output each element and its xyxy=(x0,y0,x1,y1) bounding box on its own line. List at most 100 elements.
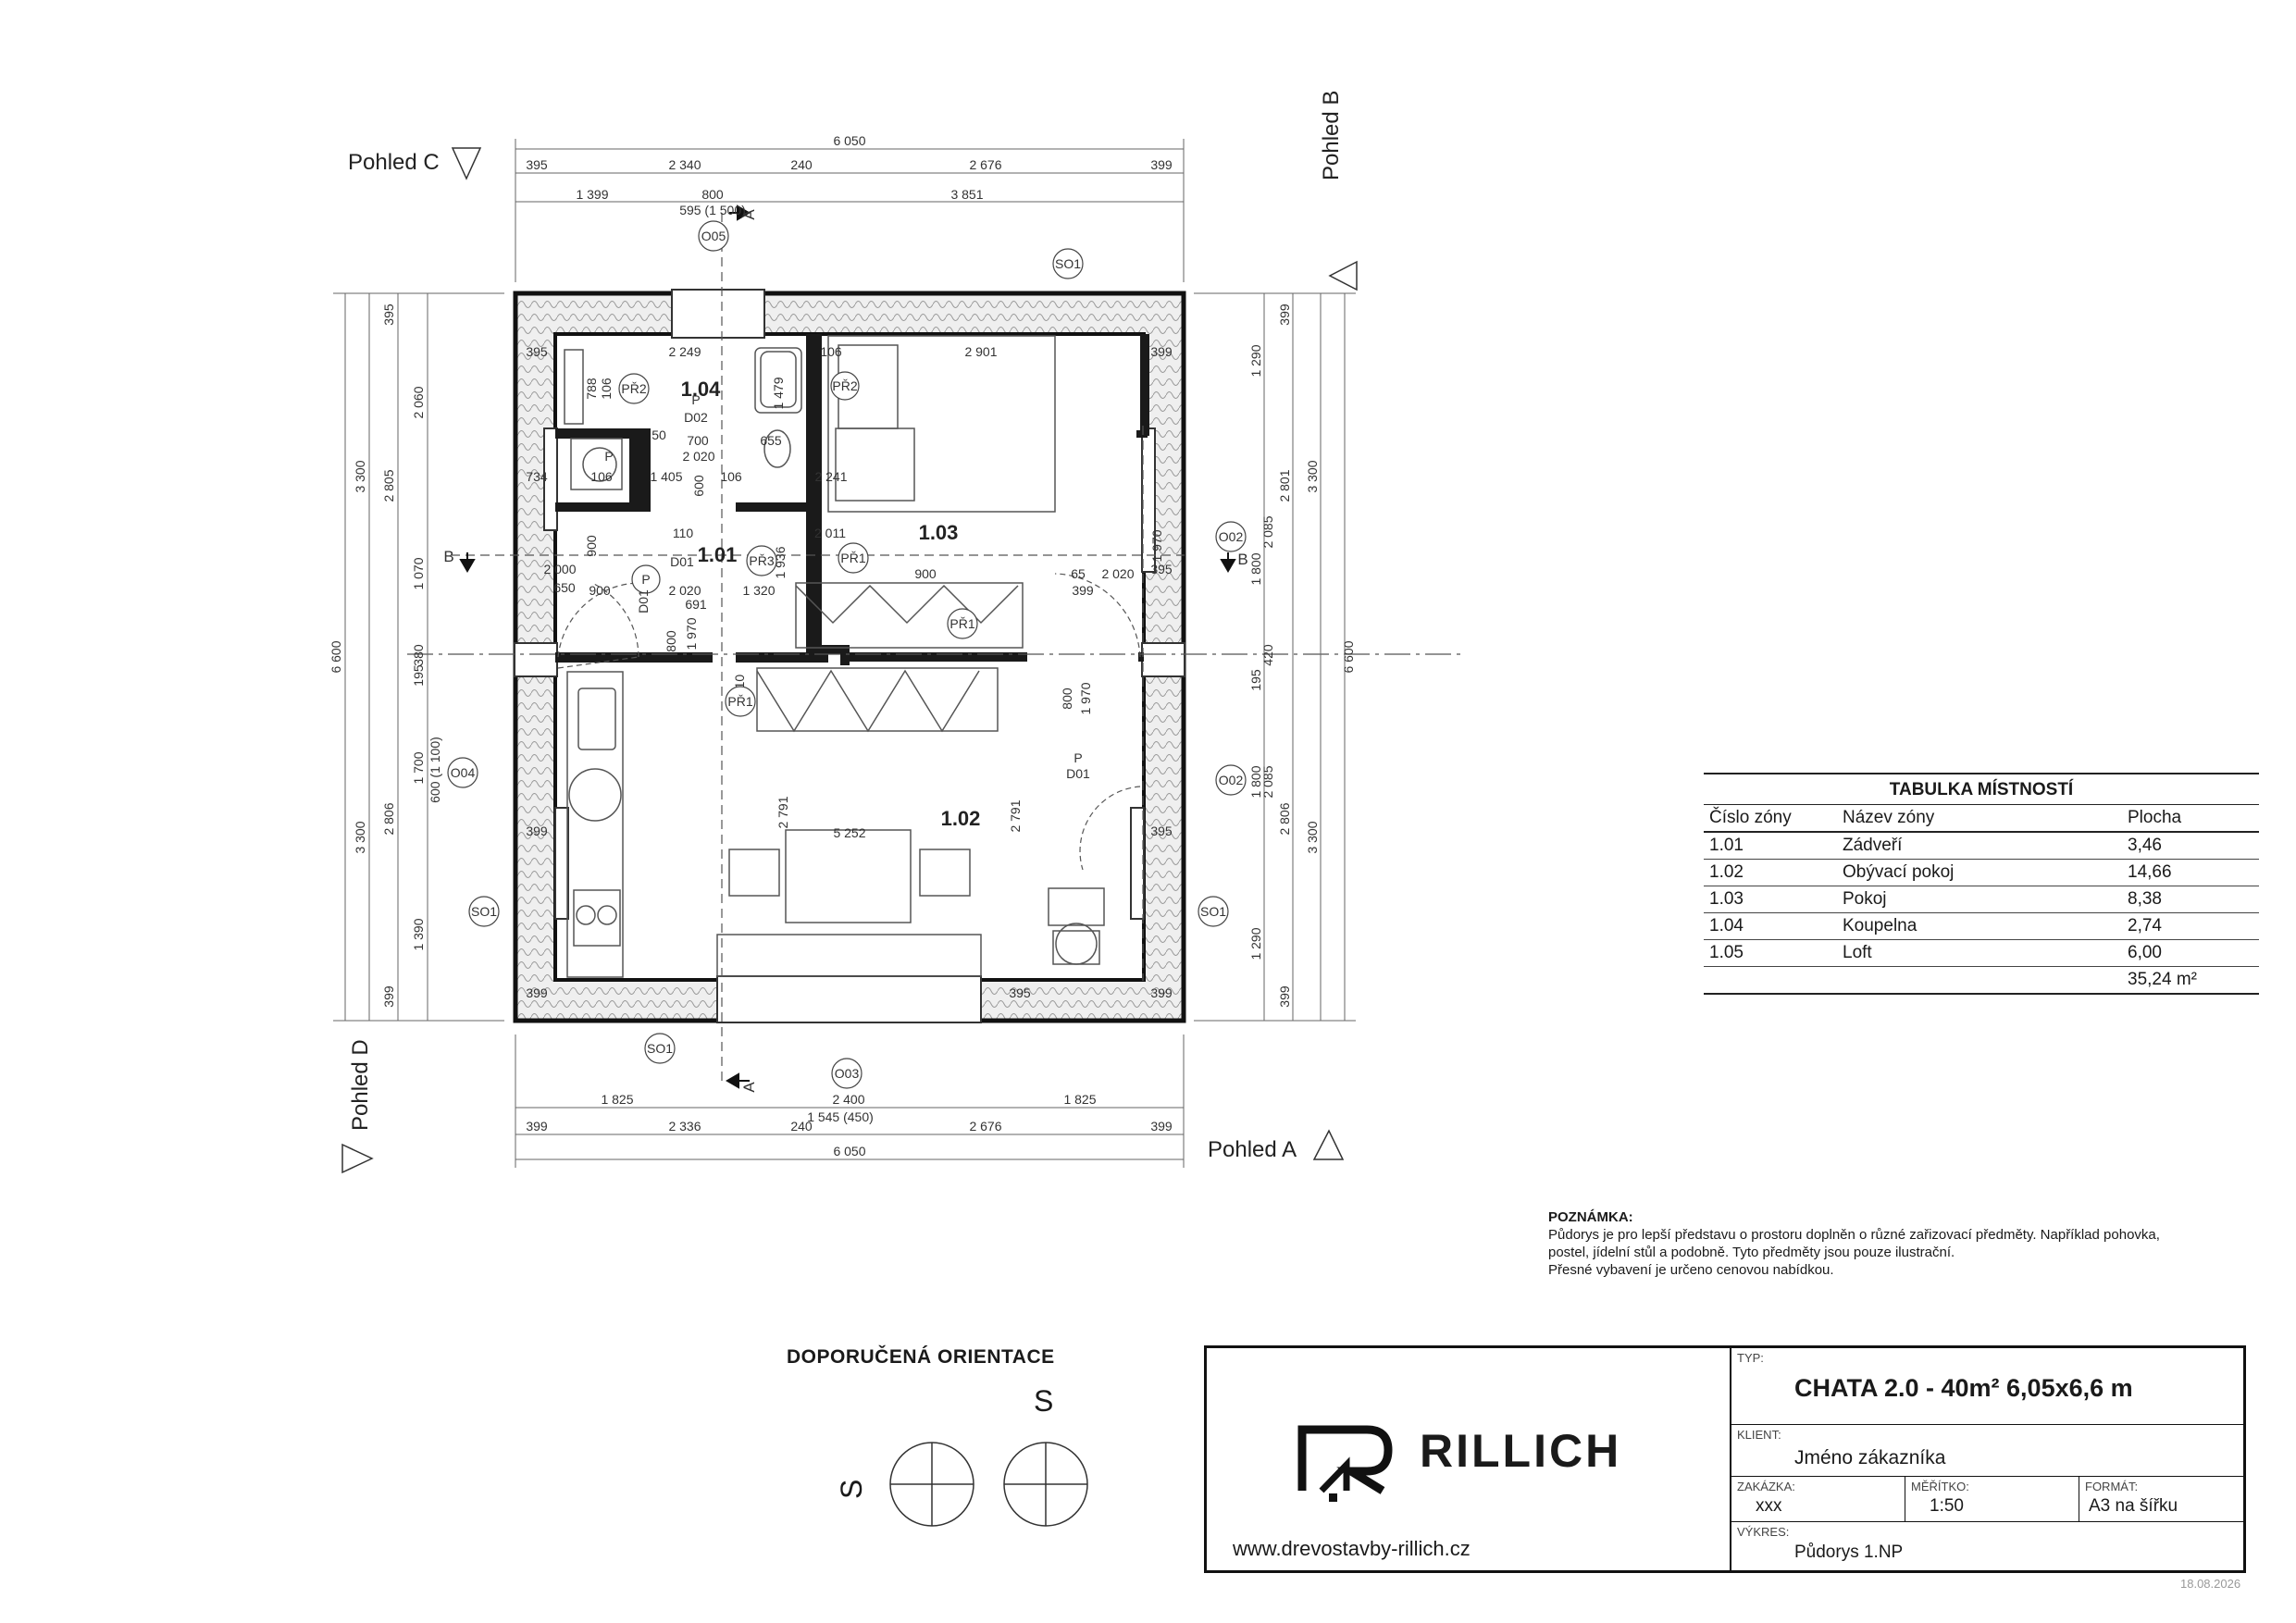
dim-inner: 399 xyxy=(1072,583,1094,598)
typ-value: CHATA 2.0 - 40m² 6,05x6,6 m xyxy=(1794,1374,2133,1402)
room-name: Obývací pokoj xyxy=(1843,862,1955,882)
dim-inner: 106 xyxy=(599,378,614,400)
tag-d01: D01 xyxy=(670,554,694,569)
tag-pr1: PŘ1 xyxy=(949,616,974,631)
print-date: 18.08.2026 xyxy=(2180,1577,2241,1591)
view-label-b: Pohled B xyxy=(1319,90,1344,180)
orientation-title: DOPORUČENÁ ORIENTACE xyxy=(787,1346,1055,1368)
vykres-label: VÝKRES: xyxy=(1737,1525,1790,1539)
dim-inner: 399 xyxy=(526,824,548,838)
tag-pr1-circle xyxy=(947,608,978,639)
tag-a-top: A xyxy=(740,209,758,220)
room-table-header-name: Název zóny xyxy=(1843,808,1935,827)
dim-right-c: 195 xyxy=(1248,669,1263,691)
note-line: postel, jídelní stůl a podobně. Tyto pře… xyxy=(1548,1245,1955,1260)
note-title: POZNÁMKA: xyxy=(1548,1209,1633,1225)
dim-inner: 110 xyxy=(673,526,694,540)
dim-inner: 800 xyxy=(1060,688,1074,710)
dim-left-c: 1 390 xyxy=(411,918,426,950)
dim-inner: 399 xyxy=(526,985,548,1000)
tag-so1: SO1 xyxy=(471,904,497,919)
room-table-header-area: Plocha xyxy=(2128,808,2182,827)
dim-inner: 1 970 xyxy=(1149,529,1164,562)
dim-inner: 734 xyxy=(526,469,548,484)
dim-inner: 900 xyxy=(914,566,937,581)
dim-left-b: 399 xyxy=(381,985,396,1008)
room-area: 6,00 xyxy=(2128,943,2162,962)
dim-top-row1: 240 xyxy=(790,157,813,172)
tag-d01: D01 xyxy=(636,589,651,613)
dim-right-b: 399 xyxy=(1277,985,1292,1008)
dim-right-d: 420 xyxy=(1260,644,1275,666)
dim-left-d: 380 xyxy=(411,644,426,666)
format-cell: FORMÁT: A3 na šířku xyxy=(2079,1477,2243,1522)
note-line: Přesné vybavení je určeno cenovou nabídk… xyxy=(1548,1262,1834,1278)
rillich-logo-mark xyxy=(1297,1425,1393,1502)
dim-inner: 395 xyxy=(526,344,548,359)
tag-pr2-circle xyxy=(618,373,650,404)
dim-inner: 2 901 xyxy=(964,344,997,359)
fixtures xyxy=(564,335,1105,978)
tag-o03: O03 xyxy=(835,1066,860,1081)
dim-inner: 106 xyxy=(720,469,742,484)
dim-right-c: 1 290 xyxy=(1248,344,1263,377)
dim-inner: 2 241 xyxy=(814,469,847,484)
room-name: Koupelna xyxy=(1843,916,1917,935)
room-code: 1.03 xyxy=(1709,889,1744,909)
tag-so1-circle xyxy=(644,1033,676,1064)
tag-o02-circle xyxy=(1215,521,1247,552)
room-area: 2,74 xyxy=(2128,916,2162,935)
zakazka-cell: ZAKÁZKA: xxx xyxy=(1731,1477,1905,1522)
dim-bottom-row2: 2 676 xyxy=(969,1119,1001,1134)
exterior-walls xyxy=(513,291,1186,1023)
dim-bottom-row1: 1 825 xyxy=(1063,1092,1096,1107)
tag-a-bottom: A xyxy=(740,1082,758,1093)
dim-inner: 399 xyxy=(1150,985,1173,1000)
tag-pr2: PŘ2 xyxy=(621,381,646,396)
dim-inner: 106 xyxy=(820,344,842,359)
dim-right-a: 3 300 xyxy=(1305,460,1320,492)
dim-top-row1: 395 xyxy=(526,157,548,172)
tag-so1-circle xyxy=(468,896,500,927)
dim-inner: 1 479 xyxy=(771,377,786,409)
format-value: A3 na šířku xyxy=(2089,1496,2178,1516)
tag-pr1-circle xyxy=(725,686,756,717)
note-line: Půdorys je pro lepší představu o prostor… xyxy=(1548,1227,2160,1243)
dim-inner: 600 xyxy=(691,475,706,497)
dim-right-d: 2 085 xyxy=(1260,765,1275,798)
dim-top-row1: 399 xyxy=(1150,157,1173,172)
dim-bottom-row2: 399 xyxy=(1150,1119,1173,1134)
zakazka-value: xxx xyxy=(1756,1496,1782,1516)
dim-top-row1: 2 676 xyxy=(969,157,1001,172)
tag-so1-circle xyxy=(1198,896,1229,927)
tag-d01: D01 xyxy=(1066,766,1090,781)
tag-pr1: PŘ1 xyxy=(840,551,865,565)
dim-inner: 1 970 xyxy=(684,617,699,650)
dim-top-window: 595 (1 500) xyxy=(679,203,746,217)
room-area: 3,46 xyxy=(2128,836,2162,855)
dim-left-c: 1 070 xyxy=(411,557,426,589)
tag-o05-circle xyxy=(698,220,729,252)
dim-inner: 5 252 xyxy=(833,825,865,840)
klient-value: Jméno zákazníka xyxy=(1794,1447,1946,1468)
tag-so1: SO1 xyxy=(647,1041,673,1056)
dim-inner: 106 xyxy=(590,469,613,484)
dim-inner: 2 791 xyxy=(776,796,790,828)
view-label-d: Pohled D xyxy=(348,1039,373,1131)
dim-top-row2: 3 851 xyxy=(950,187,983,202)
dim-right-c: 1 290 xyxy=(1248,927,1263,960)
dim-bottom-row1: 1 825 xyxy=(601,1092,633,1107)
dim-inner: 1 405 xyxy=(650,469,682,484)
room-area: 8,38 xyxy=(2128,889,2162,909)
interior-walls xyxy=(555,334,1149,665)
room-table-title: TABULKA MÍSTNOSTÍ xyxy=(1704,773,2259,805)
orientation-s-rotated: S xyxy=(835,1479,868,1499)
tag-o05: O05 xyxy=(701,229,726,243)
room-code: 1.02 xyxy=(1709,862,1744,882)
